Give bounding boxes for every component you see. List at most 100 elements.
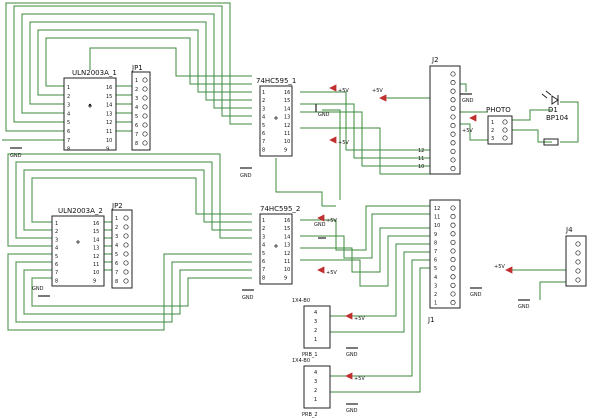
gnd-label-10: GND [318,112,330,118]
hc595-1: 74HC595_1 [256,77,296,157]
gnd-label-6: GND [470,292,482,298]
prb-1-pin: 1 [314,337,317,343]
gnd-label-7: GND [518,304,530,310]
j1-pin: 7 [434,249,437,255]
hc595-1-pin-right: 15 [284,98,290,104]
hc595-1-pin-right: 14 [284,106,290,112]
jp2-pad [123,242,129,248]
uln-1-pin-right: 15 [106,94,112,100]
pin-labels: 1234567816151413121110912345678161514131… [55,71,581,403]
hc595-1-pin-left: 7 [262,139,265,145]
j4-label: J4 [565,226,573,234]
j4-pad [575,241,581,247]
jp1-pad [142,86,148,92]
gnd-label-5: GND [462,98,474,104]
uln-1-pin-left: 1 [67,85,70,91]
j1-pin: 12 [434,206,440,212]
uln-2-pin-left: 2 [55,229,58,235]
hc595-2-pin-right: 13 [284,243,290,249]
j4-pad [575,277,581,283]
j1-pad [450,205,456,211]
uln-1-pin-left: 4 [67,111,70,117]
jp2-pin: 5 [115,252,118,258]
j1-pin: 2 [434,292,437,298]
hc595-2-pin-left: 4 [262,243,265,249]
jp2-label: JP2 [111,202,123,210]
prb-2-package: 1X4-B0 [292,358,310,364]
hc595-1-label: 74HC595_1 [256,77,296,85]
vcc-arrow [345,372,353,380]
j2-pad [450,80,456,86]
jp2-pad [123,233,129,239]
uln2003a-1: ULN2003A_1 [63,69,117,151]
hc595-1-pin-left: 6 [262,131,265,137]
vcc-label-7: +5V [494,264,505,270]
photo-pin: 2 [491,128,494,134]
j1-label: J1 [427,316,435,324]
vcc-label-9: +5V [354,376,365,382]
jp2-pad [123,260,129,266]
uln-2-pin-right: 15 [93,229,99,235]
jp2-pad [123,278,129,284]
j2-pad [450,166,456,172]
j1-pin: 10 [434,223,440,229]
jp1-pad [142,77,148,83]
hc595-2-pin-right: 9 [284,275,287,281]
hc595-1-pin-right: 16 [284,90,290,96]
j2-pad [450,114,456,120]
uln-2-pin-left: 6 [55,262,58,268]
uln-2-pin-right: 10 [93,270,99,276]
uln-1-pin-left: 5 [67,120,70,126]
uln-1-pin-right: 13 [106,111,112,117]
photo-connector: PHOTO [486,106,513,145]
uln-1-pin-left: 2 [67,94,70,100]
gnd-label-1: GND [10,153,22,159]
jp1-label: JP1 [131,64,143,72]
j1: J1 [427,199,461,324]
jp2: JP2 [111,202,133,289]
uln-2-pin-left: 1 [55,221,58,227]
j2-pad [450,105,456,111]
gnd-label-9: GND [346,408,358,414]
hc595-2-pin-right: 11 [284,259,290,265]
d1-ref: D1 [548,106,558,114]
j2-pad [450,131,456,137]
vcc-label-8: +5V [354,316,365,322]
j1-pin: 11 [434,215,440,221]
jp2-pin: 7 [115,270,118,276]
uln-1-pin-right: 12 [106,120,112,126]
gnd-label-8: GND [346,352,358,358]
j2-pad [450,123,456,129]
d1-photodiode: D1 BP104 [541,90,569,146]
hc595-2-pin-right: 15 [284,226,290,232]
jp2-pin: 8 [115,279,118,285]
wires [2,2,579,393]
vcc-arrow [505,266,513,274]
hc595-2-pin-left: 6 [262,259,265,265]
hc595-1-pin-right: 9 [284,147,287,153]
gnd-label-2: GND [240,173,252,179]
hc595-1-pin-left: 3 [262,106,265,112]
jp2-pad [123,215,129,221]
jp1-pad [142,122,148,128]
jp1-pad [142,95,148,101]
hc595-2-pin-left: 7 [262,267,265,273]
jp1-pad [142,131,148,137]
j1-pad [450,214,456,220]
header-prb-2: 1X4-B0 PRB_2 [292,358,331,418]
header-prb-1: 1X4-B0 PRB_1 [292,298,331,358]
uln-2-pin-right: 14 [93,237,99,243]
prb-1-pin: 2 [314,328,317,334]
uln-2-pin-left: 5 [55,254,58,260]
hc595-2-pin-left: 2 [262,226,265,232]
vcc-arrow [317,266,325,274]
photo-pin: 3 [491,136,494,142]
j1-pin: 8 [434,240,437,246]
jp1-pin: 6 [135,123,138,129]
jp2-pin: 3 [115,234,118,240]
j2-pad [450,71,456,77]
vcc-label-5: +5V [326,218,337,224]
photo-label: PHOTO [486,106,511,114]
hc595-2-pin-left: 8 [262,275,265,281]
uln-1-pin-right: 10 [106,138,112,144]
